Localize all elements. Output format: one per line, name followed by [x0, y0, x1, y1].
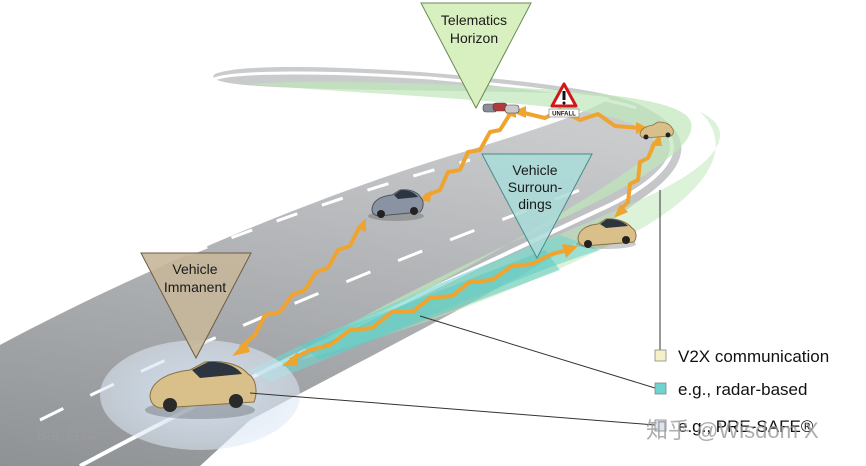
triangle-immanent: Vehicle Immanent: [140, 252, 252, 360]
accident-warning-sign: UNFALL: [548, 82, 580, 118]
leader-presafe: [249, 392, 656, 426]
legend-swatch-v2x: [654, 349, 667, 362]
triangle-telematics-line1: Telematics: [441, 12, 507, 28]
traffic-jam-cars: [482, 102, 520, 114]
arrowhead: [562, 244, 578, 258]
legend-label-presafe: e.g., PRE-SAFE®: [678, 417, 814, 436]
triangle-surroundings-line2: Surroun-: [508, 179, 563, 195]
arrowhead: [232, 340, 250, 356]
triangle-surroundings: Vehicle Surroun- dings: [481, 153, 593, 260]
triangle-surroundings-line3: dings: [518, 196, 551, 212]
triangle-immanent-line2: Immanent: [164, 279, 226, 295]
watermark-baidu: Bai·百科: [36, 426, 96, 444]
arrowhead: [356, 218, 366, 232]
warning-exclamation-icon: [562, 91, 566, 100]
arrowheads: [232, 106, 662, 366]
arrowhead: [282, 352, 298, 366]
sign-label: UNFALL: [552, 112, 576, 118]
leader-radar: [419, 315, 656, 389]
lane-dashes-1: [9, 158, 471, 332]
arrow-far-to-near: [618, 141, 657, 212]
arrow-gray-to-jam: [424, 112, 512, 198]
legend-leaders: [249, 190, 661, 426]
arrow-ego-to-gray: [238, 225, 362, 350]
triangle-telematics-line2: Horizon: [450, 30, 498, 46]
near-car: [576, 218, 637, 249]
legend-label-radar: e.g., radar-based: [678, 380, 807, 399]
triangle-telematics: Telematics Horizon: [420, 2, 532, 110]
arrowhead: [614, 204, 628, 218]
ego-car: [145, 361, 257, 419]
arrow-ego-radar: [289, 248, 569, 362]
arrow-jam-to-far: [519, 108, 641, 130]
v2x-zone: [250, 81, 692, 373]
watermark-zhihu: 知乎 @Wisdom X: [646, 418, 819, 443]
arrowhead: [636, 122, 648, 134]
arrowhead: [512, 106, 526, 118]
legend: V2X communication e.g., radar-based e.g.…: [654, 347, 829, 436]
lane-dashes-2: [39, 188, 581, 422]
legend-label-v2x: V2X communication: [678, 347, 829, 366]
triangle-immanent-line1: Vehicle: [172, 261, 217, 277]
gray-car: [368, 189, 424, 221]
legend-swatch-presafe: [654, 419, 667, 432]
triangle-surroundings-line1: Vehicle: [512, 162, 557, 178]
v2x-arrows: [238, 108, 657, 362]
legend-swatch-radar: [654, 382, 667, 395]
far-car: [639, 121, 674, 140]
